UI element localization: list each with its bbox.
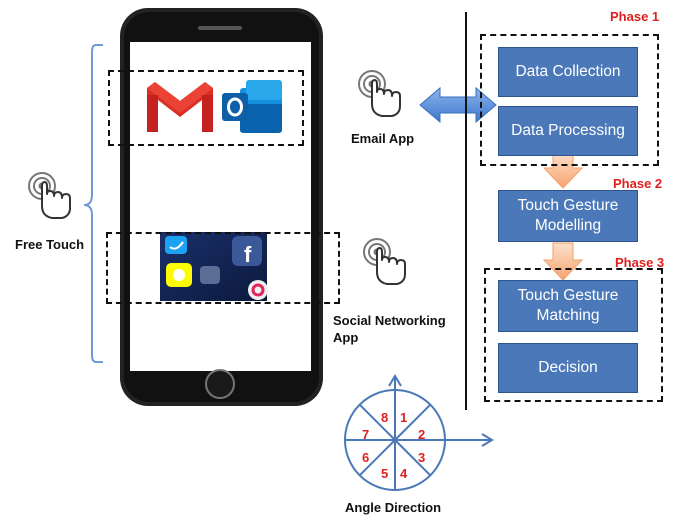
phase1-label: Phase 1 [610,9,660,24]
touch-modelling-line1: Touch Gesture [517,197,619,214]
phone-illustration [120,8,323,406]
data-processing-text: Data Processing [511,122,625,139]
angle-direction-wheel [344,374,494,491]
sector-label-7: 7 [362,427,370,442]
sector-label-3: 3 [418,450,426,465]
free-touch-label: Free Touch [15,237,85,252]
sector-label-6: 6 [362,450,370,465]
decision-text: Decision [538,359,598,376]
sector-label-4: 4 [400,466,408,481]
data-collection-text: Data Collection [515,63,621,80]
phase1-frame [480,34,659,166]
touch-matching-line2: Matching [536,307,600,324]
social-app-label-line2: App [333,330,359,345]
touch-gesture-modelling-box: Touch Gesture Modelling [498,190,638,242]
flow-arrow-down-icon [542,242,584,281]
social-app-frame [106,232,340,304]
touch-hand-icon-free [28,172,71,219]
touch-gesture-matching-box: Touch Gesture Matching [498,280,638,332]
email-app-label: Email App [351,131,415,146]
touch-matching-line1: Touch Gesture [517,287,619,304]
angle-direction-label: Angle Direction [345,500,442,515]
social-app-label-line1: Social Networking [333,313,446,328]
data-collection-box: Data Collection [498,47,638,97]
data-processing-box: Data Processing [498,106,638,156]
phase3-frame [484,268,663,402]
touch-modelling-line2: Modelling [534,217,602,234]
social-media-image: f [160,232,268,301]
double-arrow-icon [419,86,497,124]
phase3-label: Phase 3 [615,255,665,270]
svg-text:f: f [244,242,252,267]
phase2-label: Phase 2 [613,176,663,191]
email-app-frame [108,70,304,146]
left-brace [83,44,103,363]
sector-label-8: 8 [381,410,389,425]
sector-label-1: 1 [400,410,408,425]
sector-label-2: 2 [418,427,426,442]
touch-hand-icon-email [358,70,401,117]
decision-box: Decision [498,343,638,393]
gmail-icon [147,82,213,132]
touch-hand-icon-social [363,238,406,285]
outlook-icon [222,80,282,133]
sector-label-5: 5 [381,466,389,481]
